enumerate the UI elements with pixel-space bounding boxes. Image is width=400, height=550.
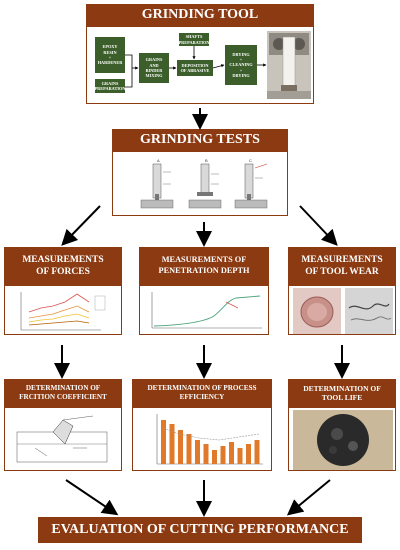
efficiency-bar-thumbnail [156,414,263,465]
drying-cleaning-box: DRYING + CLEANING + DRYING [225,45,257,85]
grinding-tests-header: GRINDING TESTS [112,129,288,151]
tool-wear-photos [293,288,393,334]
penetration-header: MEASUREMENTS OF PENETRATION DEPTH [139,247,269,285]
svg-text:C: C [249,158,252,163]
tool-life-photo [293,410,393,470]
toollife-header: DETERMINATION OF TOOL LIFE [288,379,396,407]
efficiency-bar [169,424,175,464]
efficiency-bar [212,450,217,464]
efficiency-bar [195,440,200,464]
grinding-tests-panel: A B C [112,151,288,216]
efficiency-panel [132,407,272,471]
deposition-abrasive-box: DEPOSITION OF ABRASIVE [177,60,213,76]
efficiency-bar [246,444,251,464]
friction-panel [4,407,122,471]
penetration-curve-thumbnail [151,292,262,329]
evaluation-title: EVALUATION OF CUTTING PERFORMANCE [51,522,349,537]
arrow-tests-to-forces [61,205,101,246]
wear-panel [288,285,396,335]
grinding-tool-panel: EPOXY RESIN + HARDENER GRAINS PREPARATIO… [86,26,314,104]
efficiency-bar [203,444,209,464]
efficiency-bar [254,440,260,464]
grains-binder-mixing-box: GRAINS AND BINDER MIXING [139,53,169,83]
friction-diagram-thumbnail [16,415,108,463]
svg-text:B: B [205,158,208,163]
grinding-tests-title: GRINDING TESTS [140,132,260,147]
efficiency-bar [220,446,226,464]
grinding-tool-header: GRINDING TOOL [86,4,314,26]
arrow-toollife-to-evaluation [286,479,331,516]
shafts-preparation-box: SHAFTS PREPARATION [178,33,210,46]
test-configurations-schematic: A B C [140,158,268,209]
arrow-friction-to-evaluation [65,479,119,516]
efficiency-bar [178,430,183,464]
friction-header: DETERMINATION OF FRCITION COEFFICIENT [4,379,122,407]
toollife-panel [288,407,396,471]
penetration-panel [139,285,269,335]
grains-preparation-box: GRAINS PREPARATION [94,79,126,93]
grinding-tool-flow-arrows [125,46,267,88]
grinding-tool-photo [267,31,311,99]
forces-chart-thumbnail [20,292,106,331]
forces-panel [4,285,122,335]
efficiency-bar [186,434,192,464]
epoxy-hardener-box: EPOXY RESIN + HARDENER [95,37,125,73]
svg-text:A: A [157,158,160,163]
forces-header: MEASUREMENTS OF FORCES [4,247,122,285]
efficiency-bar [161,420,166,464]
wear-header: MEASUREMENTS OF TOOL WEAR [288,247,396,285]
efficiency-bar [237,448,243,464]
arrow-tests-to-wear [299,205,338,246]
grinding-tool-title: GRINDING TOOL [141,7,259,22]
efficiency-header: DETERMINATION OF PROCESS EFFICIENCY [132,379,272,407]
evaluation-header: EVALUATION OF CUTTING PERFORMANCE [38,517,362,543]
efficiency-bar [229,442,234,464]
